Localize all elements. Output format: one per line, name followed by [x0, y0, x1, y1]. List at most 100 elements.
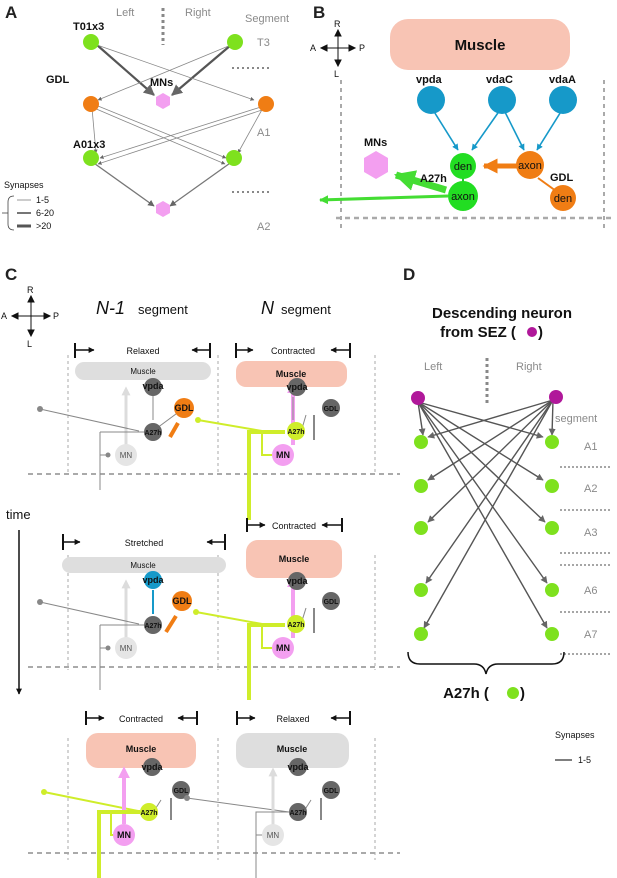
- c-row2-a27h-right-node: [287, 615, 305, 633]
- c-row2-mn-left-node: [115, 637, 137, 659]
- b-muscle-box: [390, 19, 570, 70]
- d-a27h-a7-right: [545, 627, 559, 641]
- c-row3-vpda-left-node: [143, 758, 161, 776]
- c-row2-mn-left-label: MN: [120, 644, 133, 653]
- d-a27h-a3-left: [414, 521, 428, 535]
- c-row1-mn-left-label: MN: [120, 451, 133, 460]
- c-row1-relaxed-label: Relaxed: [126, 346, 159, 356]
- a-mns-a1-node: [156, 201, 170, 217]
- d-title-magenta-dot: [527, 327, 537, 337]
- d-connections: [417, 399, 556, 629]
- a-t01x3-right-node: [227, 34, 243, 50]
- c-n-label: N: [261, 298, 275, 318]
- d-segment-label: segment: [555, 413, 597, 425]
- b-gdl-axon-label: axon: [518, 160, 542, 172]
- d-a7-label: A7: [584, 629, 597, 641]
- a-mns-label: MNs: [150, 77, 173, 89]
- c-row1-vpda-left-node: [144, 378, 162, 396]
- c-compass-p: P: [53, 311, 59, 321]
- c-row1-a27h-right-label: A27h: [287, 429, 304, 436]
- d-title-end: ): [538, 324, 543, 341]
- panel-d: D Descending neuron from SEZ ( ) Left Ri…: [403, 265, 612, 765]
- c-row2-gdl-right-node: [322, 592, 340, 610]
- c-row2-stretched-label: Stretched: [125, 538, 164, 548]
- a-right-label: Right: [185, 7, 211, 19]
- c-row2-gdl-left-label: GDL: [173, 596, 193, 606]
- c-row1-gdl-right-node: [322, 399, 340, 417]
- c-row3-muscle-right: [236, 733, 349, 768]
- d-left-label: Left: [424, 361, 442, 373]
- c-row2-muscle-left-label: Muscle: [130, 561, 156, 570]
- d-a27h-a6-right: [545, 583, 559, 597]
- panel-label-c: C: [5, 265, 17, 284]
- a-mns-t3-node: [156, 93, 170, 109]
- c-row3-mn-right-label: MN: [267, 831, 280, 840]
- c-row3-a27h-right-label: A27h: [289, 810, 306, 817]
- b-vpda-node: [417, 86, 445, 114]
- a-connections: [90, 44, 269, 207]
- b-vpda-label: vpda: [416, 74, 443, 86]
- c-n1-label: N-1: [96, 298, 125, 318]
- c-row1-a27h-left-label: A27h: [144, 430, 161, 437]
- a-gdl-left-node: [83, 96, 99, 112]
- panel-label-b: B: [313, 3, 325, 22]
- c-row1-muscle-right: [236, 361, 347, 387]
- c-row3-a27h-left-node: [140, 803, 158, 821]
- a-a1-label: A1: [257, 127, 270, 139]
- c-n-segment-label: segment: [281, 302, 331, 317]
- c-row2-vpda-left-label: vpda: [142, 575, 164, 585]
- c-row1-muscle-left-label: Muscle: [130, 367, 156, 376]
- c-time-label: time: [6, 507, 31, 522]
- c-row2-vpda-left-node: [144, 571, 162, 589]
- c-row2-a27h-left-label: A27h: [144, 623, 161, 630]
- c-row1-a27h-left-node: [144, 423, 162, 441]
- panel-a: A Left Right Segment T3 A1 A2: [2, 3, 289, 233]
- b-compass-r: R: [334, 19, 341, 29]
- b-compass-icon: [319, 28, 357, 68]
- b-vdaa-label: vdaA: [549, 74, 576, 86]
- panel-label-d: D: [403, 265, 415, 284]
- c-row2-a27h-right-label: A27h: [287, 622, 304, 629]
- c-row3-gdl-left-node: [172, 781, 190, 799]
- c-row3-gdl-left-label: GDL: [174, 788, 190, 795]
- b-compass-p: P: [359, 43, 365, 53]
- d-sez-left-node: [411, 391, 425, 405]
- c-row1-vpda-right-node: [288, 378, 306, 396]
- c-row3-mn-left-label: MN: [117, 830, 131, 840]
- b-axon-label: axon: [451, 191, 475, 203]
- d-bottom-green-dot: [507, 687, 519, 699]
- d-bottom-label: A27h (: [443, 685, 489, 702]
- d-a3-label: A3: [584, 527, 597, 539]
- d-bottom-end: ): [520, 685, 525, 702]
- c-row3-vpda-right-label: vpda: [287, 762, 309, 772]
- b-vdac-node: [488, 86, 516, 114]
- d-title-line1: Descending neuron: [432, 305, 572, 322]
- b-mns-node: [364, 151, 388, 179]
- a-t3-label: T3: [257, 37, 270, 49]
- b-a27h-axon-node: [448, 181, 478, 211]
- d-legend-title: Synapses: [555, 730, 595, 740]
- b-gdl-den-label: den: [554, 193, 572, 205]
- a-legend-1-5: 1-5: [36, 195, 49, 205]
- c-row-2: Stretched Contracted Muscle Muscle vpda …: [28, 518, 400, 700]
- c-row2-gdl-left-node: [172, 591, 192, 611]
- d-a27h-a7-left: [414, 627, 428, 641]
- a-a01x3-right-node: [226, 150, 242, 166]
- b-compass-l: L: [334, 69, 339, 79]
- c-n1-segment-label: segment: [138, 302, 188, 317]
- c-row1-vpda-right-label: vpda: [286, 382, 308, 392]
- c-row2-muscle-right: [246, 540, 342, 578]
- c-row2-a27h-left-node: [144, 616, 162, 634]
- a-t01x3-label: T01x3: [73, 21, 104, 33]
- d-legend-1-5: 1-5: [578, 755, 591, 765]
- c-row3-vpda-left-label: vpda: [141, 762, 163, 772]
- c-row-3: Contracted Relaxed Muscle Muscle vpda GD…: [28, 711, 400, 878]
- c-row1-mn-right-node: [272, 444, 294, 466]
- d-title-line2: from SEZ (: [440, 324, 516, 341]
- c-row1-vpda-left-label: vpda: [142, 381, 164, 391]
- b-gdl-den-node: [550, 185, 576, 211]
- c-row3-gdl-right-node: [322, 781, 340, 799]
- b-a27h-label: A27h: [420, 173, 447, 185]
- a-legend-title: Synapses: [4, 180, 44, 190]
- b-vdaa-node: [549, 86, 577, 114]
